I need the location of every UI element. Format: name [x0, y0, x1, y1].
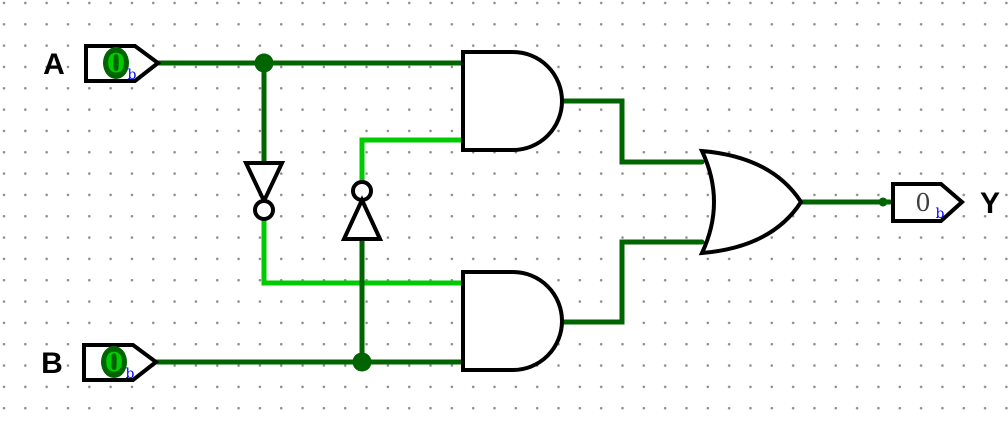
input-pin-b-value-oval	[101, 346, 127, 378]
not1-triangle	[242, 161, 286, 206]
output-pin-y-label: Y	[980, 187, 1000, 220]
wire-not1-out-to-and2[interactable]	[261, 216, 468, 286]
output-pin-y-value: 0	[915, 189, 930, 217]
input-pin-a-value: 0	[107, 49, 125, 79]
input-pin-a-label: A	[43, 48, 65, 81]
input-pin-b-label: B	[41, 347, 63, 380]
output-pin-y-shape[interactable]	[891, 182, 966, 223]
input-pin-a-value-oval	[103, 47, 129, 79]
not2-triangle	[340, 195, 384, 241]
input-pin-a-radix: b	[128, 67, 137, 83]
junction-a-branch	[254, 53, 274, 73]
not1-bubble-icon	[253, 199, 275, 221]
and-gate-2[interactable]	[461, 270, 564, 372]
input-pin-b-radix: b	[126, 366, 135, 382]
and-gate-1[interactable]	[461, 50, 564, 152]
input-pin-b[interactable]: 0 b	[82, 343, 160, 382]
or-gate[interactable]	[698, 148, 804, 256]
not-gate-1[interactable]	[242, 161, 286, 221]
input-pin-b-value: 0	[105, 348, 123, 378]
wires	[151, 60, 893, 365]
port-dot-y-pin	[878, 197, 888, 207]
wire-and1-to-or[interactable]	[559, 98, 705, 165]
output-pin-y-radix: b	[936, 206, 945, 222]
output-pin-y[interactable]: 0 b	[891, 182, 966, 223]
junction-b-branch	[352, 352, 372, 372]
input-pin-a[interactable]: 0 b	[84, 44, 162, 83]
not-gate-2[interactable]	[340, 180, 384, 241]
wire-and2-to-or[interactable]	[559, 239, 705, 325]
wire-not2-out-to-and1[interactable]	[359, 137, 468, 185]
